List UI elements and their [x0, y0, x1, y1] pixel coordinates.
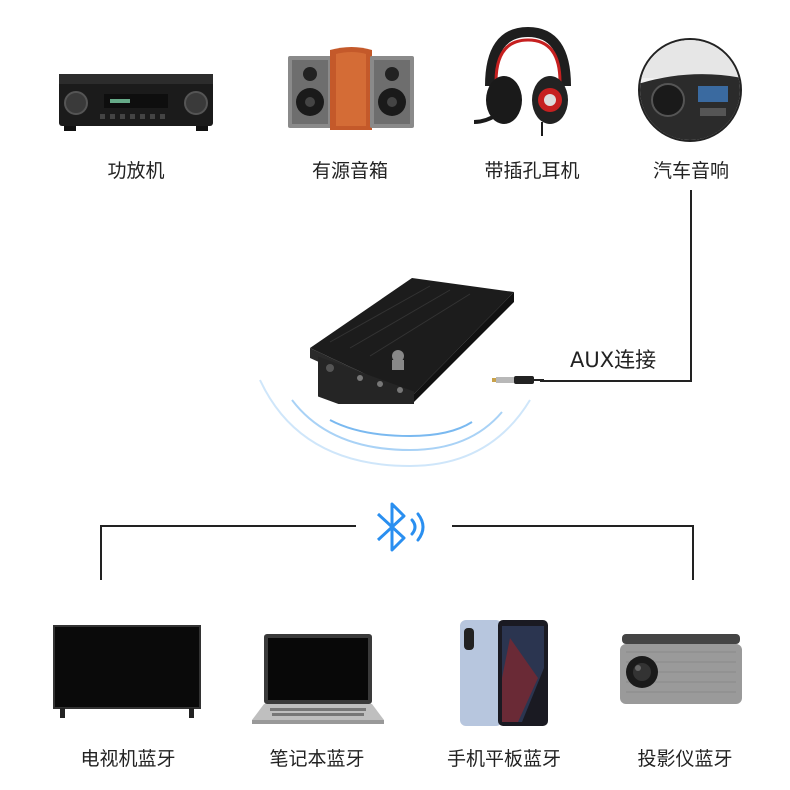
amplifier-image	[56, 70, 216, 132]
laptop-image	[250, 632, 386, 726]
hub-drop-right	[692, 525, 694, 580]
aux-connector-vertical	[690, 190, 692, 382]
projector-image	[616, 630, 746, 710]
hub-line-left	[100, 525, 356, 527]
headphones-image	[468, 24, 580, 136]
speakers-image	[286, 46, 416, 132]
device-label-car-audio: 汽车音响	[652, 160, 729, 182]
device-label-projector: 投影仪蓝牙	[637, 748, 733, 770]
aux-label: AUX连接	[570, 348, 657, 372]
phone-tablet-image	[458, 618, 550, 730]
device-label-speakers: 有源音箱	[311, 160, 388, 182]
device-label-phone-tablet: 手机平板蓝牙	[446, 748, 561, 770]
aux-connector-horizontal	[540, 380, 692, 382]
signal-arcs	[240, 370, 540, 480]
device-label-amplifier: 功放机	[107, 160, 165, 182]
aux-plug-image	[492, 374, 544, 386]
hub-drop-left	[100, 525, 102, 580]
tv-image	[52, 624, 202, 720]
hub-line-right	[452, 525, 694, 527]
device-label-tv: 电视机蓝牙	[80, 748, 176, 770]
bluetooth-receiver-image	[300, 272, 520, 404]
car-audio-image	[638, 38, 742, 142]
device-label-laptop: 笔记本蓝牙	[269, 748, 365, 770]
device-label-headphones: 带插孔耳机	[484, 160, 580, 182]
bluetooth-icon	[368, 500, 432, 554]
